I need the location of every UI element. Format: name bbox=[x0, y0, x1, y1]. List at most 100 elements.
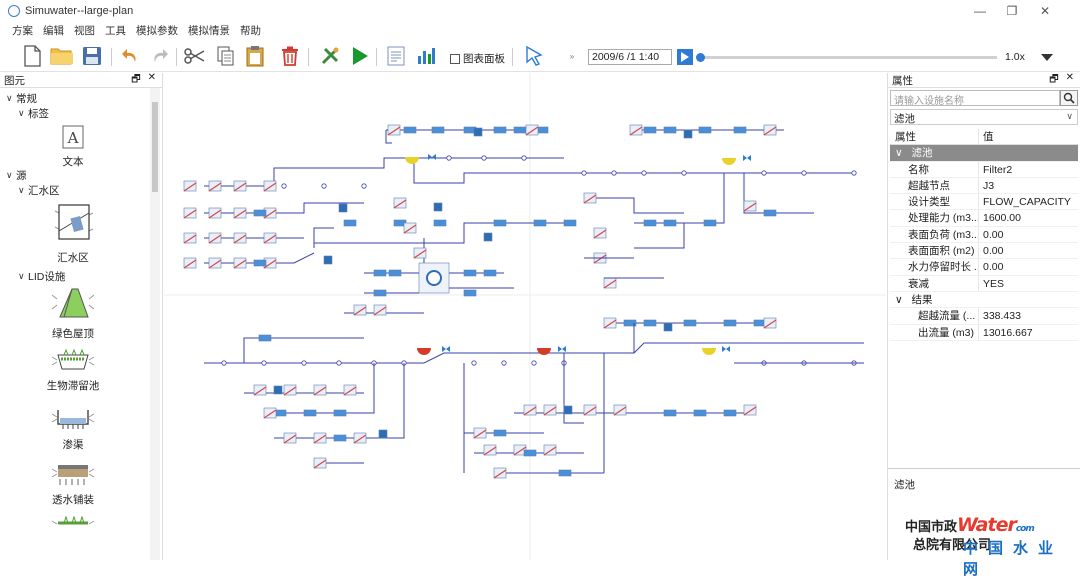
tree-group-general[interactable]: ∨ 常规 bbox=[6, 91, 37, 106]
catchment-element[interactable] bbox=[603, 317, 617, 329]
property-value[interactable]: 0.00 bbox=[983, 228, 1004, 241]
pipe-link[interactable] bbox=[204, 337, 274, 364]
elements-scrollbar-thumb[interactable] bbox=[152, 102, 158, 192]
copy-icon[interactable] bbox=[214, 44, 238, 68]
conduit-element[interactable] bbox=[463, 289, 477, 297]
catchment-element[interactable] bbox=[283, 432, 297, 444]
pipe-link[interactable] bbox=[204, 352, 564, 364]
pump-element[interactable] bbox=[273, 385, 283, 395]
junction-node[interactable] bbox=[336, 360, 342, 366]
storage-unit[interactable] bbox=[722, 158, 736, 165]
object-type-select[interactable]: 滤池 ∨ bbox=[890, 109, 1078, 125]
tool-bioretention[interactable]: 生物滞留池 bbox=[38, 348, 108, 393]
catchment-element[interactable] bbox=[313, 432, 327, 444]
restore-button[interactable]: ❐ bbox=[1006, 4, 1018, 18]
filter-gear-icon[interactable] bbox=[426, 270, 442, 286]
play-button[interactable] bbox=[677, 49, 693, 65]
catchment-element[interactable] bbox=[233, 232, 247, 244]
catchment-element[interactable] bbox=[233, 257, 247, 269]
valve-element[interactable] bbox=[428, 154, 436, 160]
report-icon[interactable] bbox=[384, 44, 408, 68]
conduit-element[interactable] bbox=[483, 269, 497, 277]
catchment-element[interactable] bbox=[353, 304, 367, 316]
conduit-element[interactable] bbox=[643, 319, 657, 327]
conduit-element[interactable] bbox=[493, 219, 507, 227]
pump-element[interactable] bbox=[563, 405, 573, 415]
toolbar-overflow-icon[interactable]: » bbox=[569, 51, 575, 61]
conduit-element[interactable] bbox=[433, 219, 447, 227]
tree-sub-catchment[interactable]: ∨ 汇水区 bbox=[18, 183, 60, 198]
time-slider[interactable] bbox=[696, 53, 997, 62]
property-value[interactable]: Filter2 bbox=[983, 163, 1013, 176]
speed-dropdown-icon[interactable] bbox=[1040, 50, 1054, 64]
time-slider-handle[interactable] bbox=[696, 53, 705, 62]
tree-sub-lid[interactable]: ∨ LID设施 bbox=[18, 269, 65, 284]
catchment-element[interactable] bbox=[263, 232, 277, 244]
pump-element[interactable] bbox=[483, 232, 493, 242]
conduit-element[interactable] bbox=[723, 409, 737, 417]
menu-sim-params[interactable]: 模拟参数 bbox=[136, 25, 178, 37]
catchment-element[interactable] bbox=[373, 304, 387, 316]
catchment-element[interactable] bbox=[253, 384, 267, 396]
junction-node[interactable] bbox=[471, 360, 477, 366]
valve-element[interactable] bbox=[442, 346, 450, 352]
tree-sub-label[interactable]: ∨ 标签 bbox=[18, 106, 49, 121]
panel-close-icon[interactable]: ✕ bbox=[1065, 71, 1074, 83]
tool-text[interactable]: A 文本 bbox=[38, 125, 108, 169]
conduit-element[interactable] bbox=[373, 269, 387, 277]
network-diagram[interactable] bbox=[164, 73, 886, 560]
tools-icon[interactable] bbox=[318, 44, 342, 68]
conduit-element[interactable] bbox=[463, 269, 477, 277]
catchment-element[interactable] bbox=[183, 207, 197, 219]
conduit-element[interactable] bbox=[533, 219, 547, 227]
pipe-link[interactable] bbox=[413, 158, 564, 184]
panel-float-icon[interactable]: 🗗 bbox=[1049, 73, 1059, 85]
conduit-element[interactable] bbox=[733, 126, 747, 134]
catchment-element[interactable] bbox=[208, 180, 222, 192]
section-results[interactable]: ∨ 结果 bbox=[890, 292, 1078, 309]
junction-node[interactable] bbox=[681, 170, 687, 176]
catchment-element[interactable] bbox=[233, 180, 247, 192]
catchment-element[interactable] bbox=[583, 404, 597, 416]
catchment-element[interactable] bbox=[208, 257, 222, 269]
catchment-element[interactable] bbox=[403, 222, 417, 234]
catchment-element[interactable] bbox=[263, 407, 277, 419]
pipe-link[interactable] bbox=[743, 173, 814, 214]
storage-unit[interactable] bbox=[702, 348, 716, 355]
conduit-element[interactable] bbox=[663, 219, 677, 227]
property-value[interactable]: 1600.00 bbox=[983, 212, 1021, 225]
catchment-element[interactable] bbox=[393, 197, 407, 209]
junction-node[interactable] bbox=[446, 155, 452, 161]
catchment-element[interactable] bbox=[183, 232, 197, 244]
catchment-element[interactable] bbox=[629, 124, 643, 136]
pipe-link[interactable] bbox=[563, 353, 584, 424]
conduit-element[interactable] bbox=[431, 126, 445, 134]
conduit-element[interactable] bbox=[663, 409, 677, 417]
catchment-element[interactable] bbox=[763, 124, 777, 136]
conduit-element[interactable] bbox=[763, 209, 777, 217]
junction-node[interactable] bbox=[581, 170, 587, 176]
section-filter[interactable]: ∨ 滤池 bbox=[890, 145, 1078, 162]
catchment-element[interactable] bbox=[483, 444, 497, 456]
junction-node[interactable] bbox=[281, 183, 287, 189]
property-value[interactable]: 0.00 bbox=[983, 245, 1004, 258]
pipe-link[interactable] bbox=[204, 157, 414, 187]
catchment-element[interactable] bbox=[613, 404, 627, 416]
valve-element[interactable] bbox=[722, 346, 730, 352]
chart-panel-checkbox[interactable]: 图表面板 bbox=[450, 51, 505, 66]
delete-icon[interactable] bbox=[278, 44, 302, 68]
paste-icon[interactable] bbox=[243, 44, 267, 68]
property-value[interactable]: 0.00 bbox=[983, 261, 1004, 274]
pipe-link[interactable] bbox=[634, 223, 685, 249]
conduit-element[interactable] bbox=[563, 219, 577, 227]
sim-time-field[interactable]: 2009/6 /1 1:40 bbox=[588, 49, 672, 65]
open-folder-icon[interactable] bbox=[50, 44, 74, 68]
pipe-link[interactable] bbox=[634, 173, 725, 224]
conduit-element[interactable] bbox=[258, 334, 272, 342]
catchment-element[interactable] bbox=[583, 192, 597, 204]
facility-search-input[interactable]: 请输入设施名称 bbox=[890, 90, 1060, 107]
catchment-element[interactable] bbox=[593, 227, 607, 239]
junction-node[interactable] bbox=[481, 155, 487, 161]
